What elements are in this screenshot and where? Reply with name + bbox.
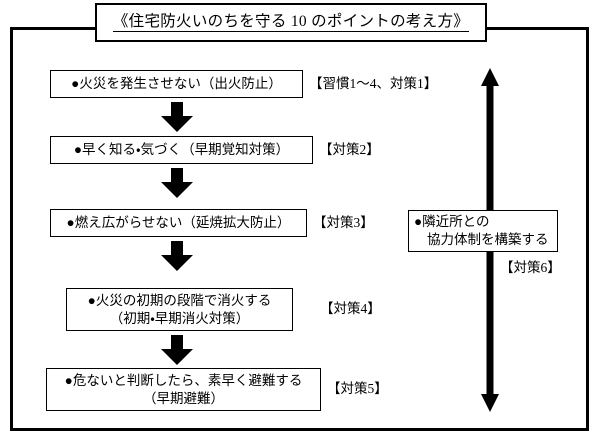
diagram-title-text: 《住宅防火いのちを守る 10 のポイントの考え方》 (112, 13, 470, 33)
down-block-arrow (161, 335, 193, 365)
flow-step-5-label: 【対策5】 (327, 381, 388, 396)
flow-step-box-2: ●早く知る・気づく（早期覚知対策） (50, 136, 313, 164)
side-note-label: 【対策6】 (500, 260, 561, 275)
outer-frame-top-left-segment (10, 27, 96, 30)
flow-step-box-1: ●火災を発生させない（出火防止） (50, 70, 303, 98)
flow-step-4-line-1: ●火災の初期の段階で消火する (87, 293, 272, 309)
flow-step-box-4: ●火災の初期の段階で消火する （初期・早期消火対策） (66, 288, 293, 331)
side-note-line-1: ●隣近所との (414, 214, 490, 230)
flow-step-4-label: 【対策4】 (320, 301, 381, 316)
flow-step-1-line-1: ●火災を発生させない（出火防止） (71, 76, 282, 92)
outer-frame-right-edge (586, 27, 589, 431)
outer-frame-left-edge (10, 27, 13, 431)
diagram-title-box: 《住宅防火いのちを守る 10 のポイントの考え方》 (95, 3, 487, 42)
flow-step-box-3: ●燃え広がらせない（延焼拡大防止） (50, 209, 307, 237)
outer-frame-bottom-edge (10, 428, 589, 431)
down-block-arrow (161, 241, 193, 271)
flow-step-2-line-1: ●早く知る・気づく（早期覚知対策） (73, 142, 290, 158)
flow-step-4-line-2: （初期・早期消火対策） (109, 310, 250, 326)
flow-step-3-label: 【対策3】 (313, 215, 374, 230)
flow-step-5-line-2: （早期避難） (143, 390, 224, 406)
side-note-box: ●隣近所との 協力体制を構築する (408, 210, 558, 252)
flow-step-3-line-1: ●燃え広がらせない（延焼拡大防止） (66, 215, 291, 231)
side-note-line-2: 協力体制を構築する (427, 232, 549, 247)
outer-frame-top-right-segment (486, 27, 589, 30)
flow-step-box-5: ●危ないと判断したら、素早く避難する （早期避難） (46, 368, 321, 411)
flow-step-5-line-1: ●危ないと判断したら、素早く避難する (64, 373, 303, 389)
down-block-arrow (161, 168, 193, 198)
flow-step-2-label: 【対策2】 (319, 142, 380, 157)
flow-step-1-label: 【習慣1～4、対策1】 (309, 76, 438, 91)
down-block-arrow (161, 102, 193, 132)
